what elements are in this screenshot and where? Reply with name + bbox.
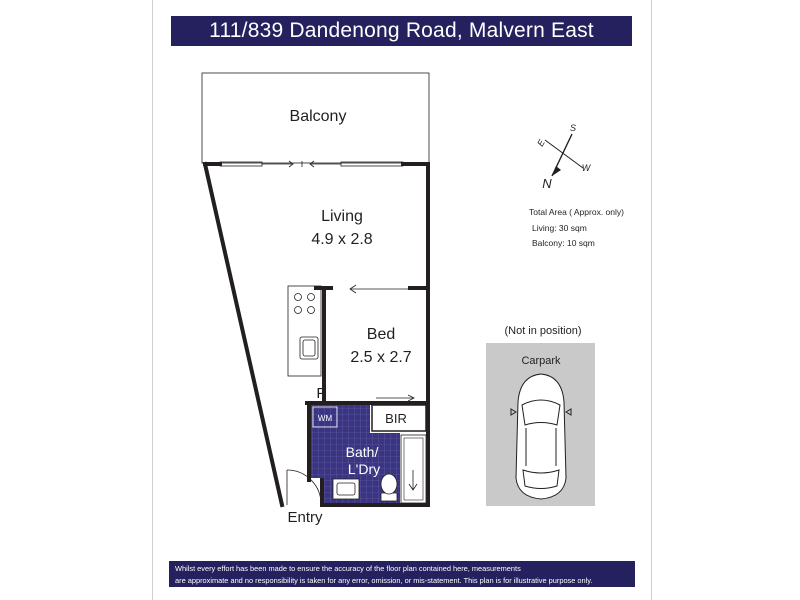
kitchen-bench [287,285,322,377]
balcony-label: Balcony [290,108,347,125]
compass-south: S [570,123,576,133]
area-info-living: Living: 30 sqm [532,223,587,233]
entry-door [286,469,322,505]
built-in-robe: BIR [371,394,427,432]
car-icon [510,373,572,500]
compass-east: E [535,137,547,148]
bed-sliding-door [349,284,410,294]
balcony-sliding-door [219,160,404,168]
disclaimer-banner: Whilst every effort has been made to ens… [169,561,635,587]
carpark-plan: (Not in position) Carpark [486,325,595,506]
area-info-balcony: Balcony: 10 sqm [532,238,595,248]
address-title: 111/839 Dandenong Road, Malvern East [171,16,632,46]
carpark-note: (Not in position) [504,325,581,337]
washing-machine-label: WM [318,414,333,423]
compass-north: N [542,176,552,191]
bir-label: BIR [385,411,407,426]
disclaimer-line2: are approximate and no responsibility is… [175,575,593,585]
bathroom-laundry: WM Bath/ L'Dry [311,405,427,504]
balcony-area: Balcony [201,72,430,164]
entry-label: Entry [287,509,323,526]
bed-dimensions: 2.5 x 2.7 [350,349,411,366]
bed-label: Bed [367,326,395,343]
compass-west: W [582,163,592,173]
disclaimer-line1: Whilst every effort has been made to ens… [175,564,521,573]
bath-label-line2: L'Dry [348,461,380,477]
living-label: Living [321,208,363,225]
living-dimensions: 4.9 x 2.8 [311,231,372,248]
apartment-walls [202,161,430,508]
area-info: Total Area ( Approx. only) Living: 30 sq… [529,207,624,248]
bath-label-line1: Bath/ [346,444,379,460]
carpark-label: Carpark [521,355,561,367]
fridge-label: F [316,385,325,402]
area-info-title: Total Area ( Approx. only) [529,207,624,217]
compass-icon: S E W N [535,123,592,191]
